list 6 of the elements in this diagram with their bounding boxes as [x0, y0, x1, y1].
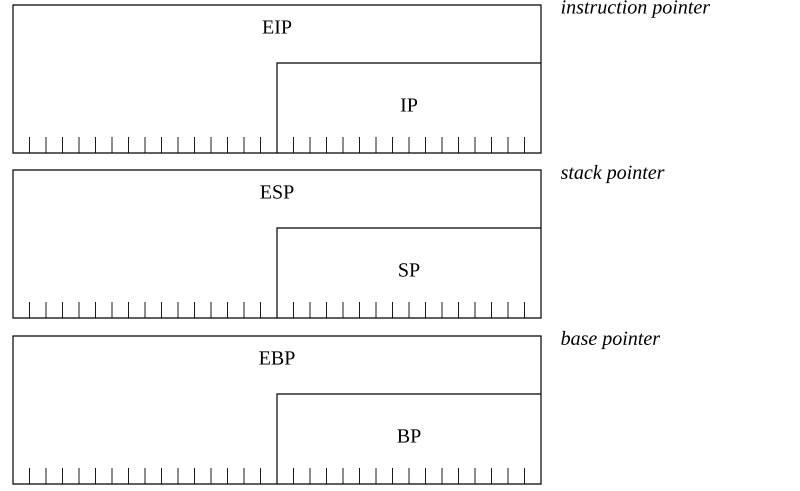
register-box: IP	[276, 62, 541, 153]
register-caption: stack pointer	[560, 164, 665, 184]
register-box: SP	[276, 227, 541, 318]
register-caption: instruction pointer	[562, 0, 710, 18]
register-caption: base pointer	[561, 330, 660, 350]
register-box: BP	[276, 393, 541, 484]
